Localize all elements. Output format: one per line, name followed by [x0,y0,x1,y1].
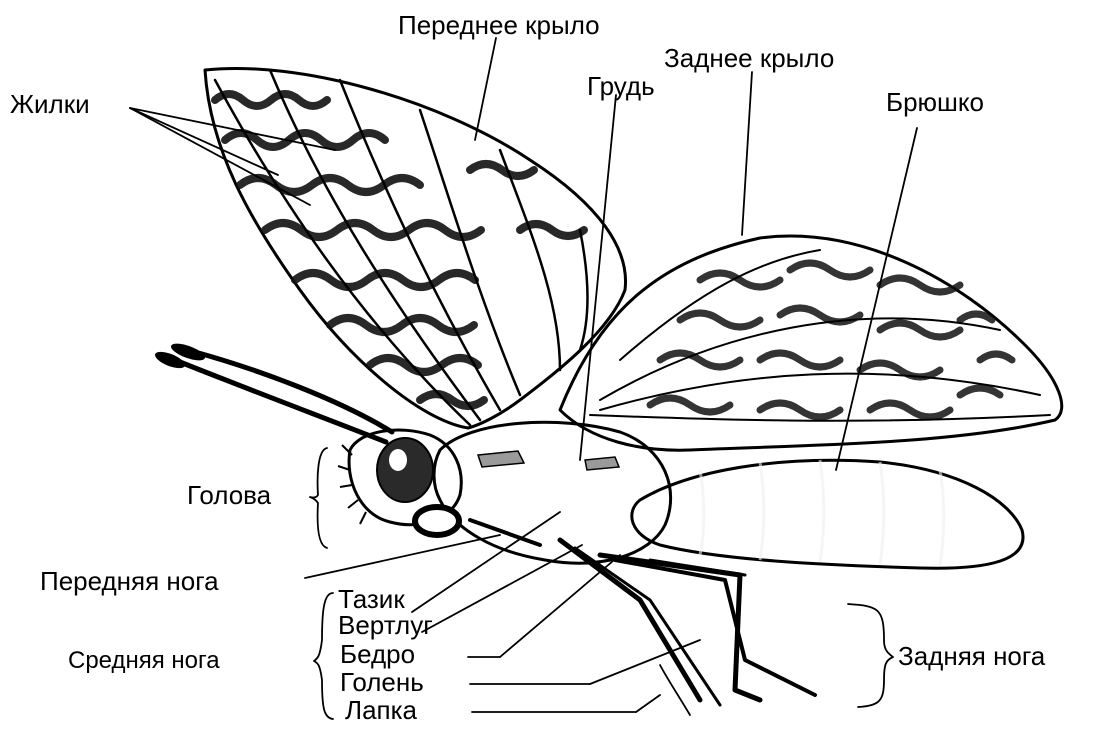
label-abdomen: Брюшко [886,87,984,117]
abdomen-shape [632,460,1023,568]
label-middle-leg: Средняя нога [68,647,220,674]
label-thorax: Грудь [587,71,655,101]
label-front-leg: Передняя нога [40,566,219,596]
label-forewing: Переднее крыло [398,10,600,40]
label-tarsus: Лапка [345,695,418,725]
label-veins: Жилки [10,89,90,119]
label-tibia: Голень [340,667,424,697]
hindwing-shape [560,236,1062,450]
label-hind-leg: Задняя нога [898,641,1046,671]
label-hindwing: Заднее крыло [664,43,834,73]
label-head: Голова [187,480,272,510]
label-trochanter: Вертлуг [338,610,433,640]
label-femur: Бедро [340,639,415,669]
